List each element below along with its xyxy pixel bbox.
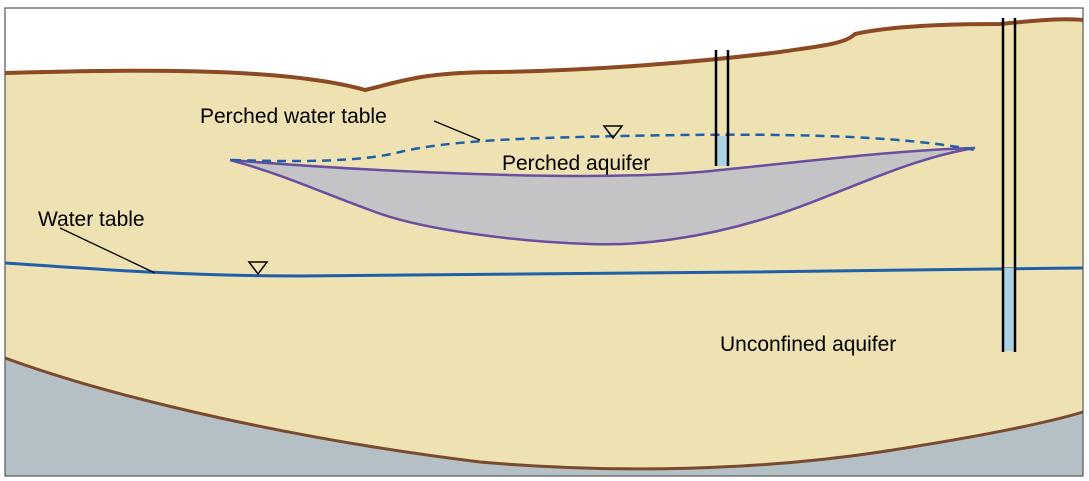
- water-table-leader: [59, 227, 156, 274]
- water-table-line: [4, 261, 1084, 278]
- perched-water-table-leader: [433, 120, 481, 141]
- sand-layer: [5, 19, 1083, 476]
- perched-water-table-line: [231, 133, 976, 163]
- ground-surface-line: [4, 17, 1084, 93]
- water-table-symbol: [247, 261, 269, 276]
- diagram-frame: [4, 7, 1084, 477]
- water-table-label: Water table: [38, 208, 145, 231]
- perched-water-table-symbol: [602, 125, 624, 140]
- unconfined-aquifer-label: Unconfined aquifer: [720, 333, 896, 356]
- bedrock-layer: [5, 358, 1083, 476]
- perched-aquifer-label: Perched aquifer: [502, 152, 650, 175]
- bedrock-surface-line: [4, 356, 1084, 471]
- perched-well-water: [717, 136, 727, 166]
- perched-water-table-label: Perched water table: [200, 105, 387, 128]
- clay-lens: [229, 146, 976, 246]
- deep-well-water: [1004, 268, 1014, 351]
